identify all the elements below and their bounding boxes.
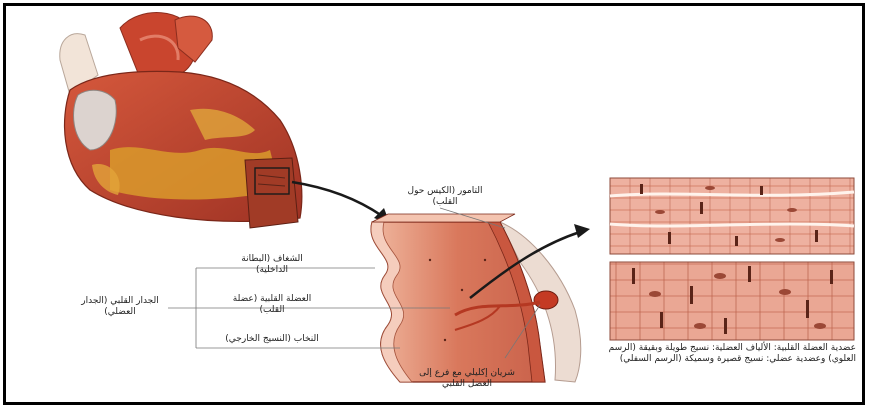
label-pericardium: التامور (الكيس حول القلب) xyxy=(400,186,490,209)
label-heart-wall: الجدار القلبي (الجدار العضلي) xyxy=(74,296,166,319)
label-myocardium: العضلة القلبية (عضلة القلب) xyxy=(224,294,320,317)
heart-wall-section xyxy=(371,214,581,382)
muscle-fibers-top xyxy=(610,178,854,254)
zoom-arrow-1 xyxy=(292,182,385,218)
label-coronary-artery: شريان إكليلي مع فرع إلى العضل القلبي xyxy=(408,368,526,391)
label-fibers-caption: عضدية العضلة القلبية: الألياف العضلية: ن… xyxy=(606,343,856,366)
muscle-fibers-bottom xyxy=(610,262,854,340)
label-endocardium: الشغاف (البطانة الداخلية) xyxy=(224,254,320,277)
label-epicardium: النخاب (النسيج الخارجي) xyxy=(224,334,320,345)
heart-illustration xyxy=(60,13,302,228)
